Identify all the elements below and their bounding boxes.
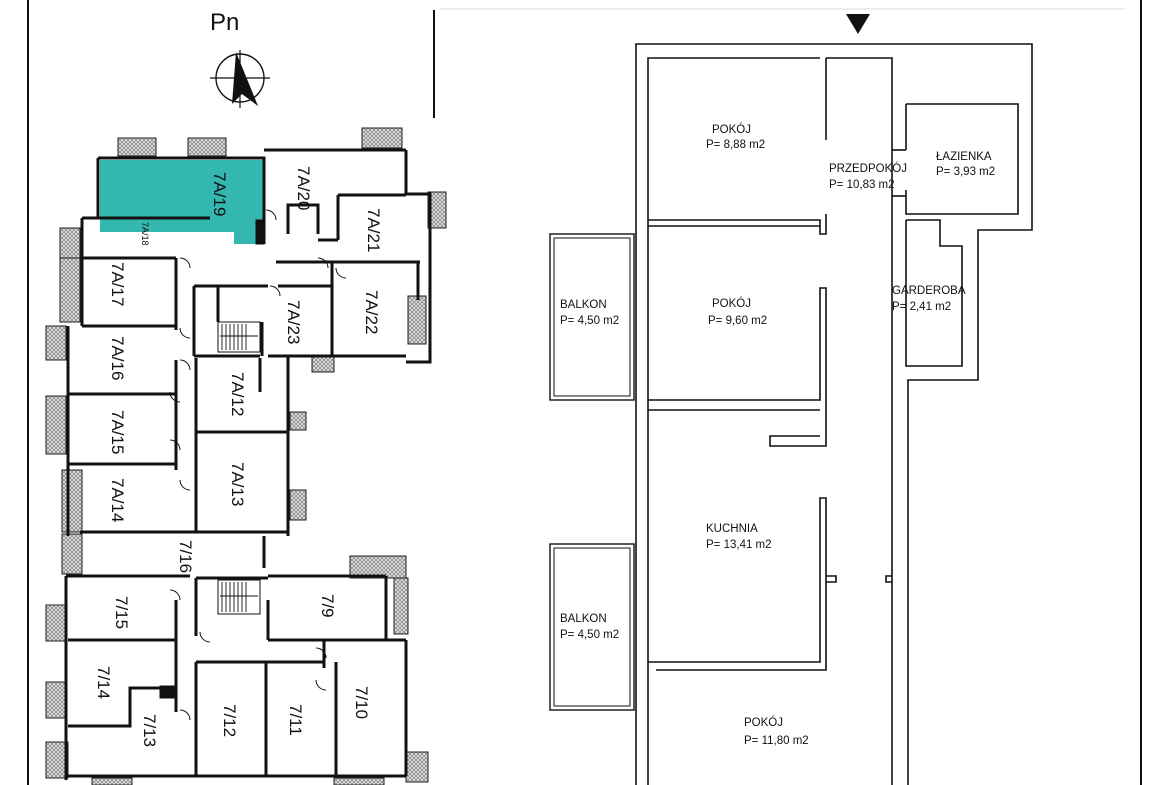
unit-7-13-label[interactable]: 7/13 <box>140 714 159 747</box>
building-walls <box>64 148 432 780</box>
unit-7a-23-label[interactable]: 7A/23 <box>284 300 303 344</box>
unit-7a-16-label[interactable]: 7A/16 <box>108 336 127 380</box>
entrance-triangle-icon <box>846 14 870 34</box>
unit-7-15-label[interactable]: 7/15 <box>112 596 131 629</box>
unit-7a-15-label[interactable]: 7A/15 <box>108 410 127 454</box>
apartment-plan: POKÓJ P= 8,88 m2 PRZEDPOKÓJ P= 10,83 m2 … <box>549 14 1033 785</box>
unit-7a-13-label[interactable]: 7A/13 <box>228 462 247 506</box>
stairwell-lower <box>217 579 261 615</box>
unit-7-11-label[interactable]: 7/11 <box>286 704 305 736</box>
unit-7-16-label[interactable]: 7/16 <box>176 540 195 573</box>
balcony-2-inner <box>553 547 631 707</box>
unit-labels: 7A/19 7A/20 7A/21 7A/18 7A/17 7A/23 7A/2… <box>94 166 383 747</box>
room-pokoj-2-area: P= 9,60 m2 <box>708 315 767 327</box>
selected-unit-highlight <box>100 160 264 244</box>
room-kuchnia-area: P= 13,41 m2 <box>706 539 772 551</box>
compass: Pn <box>210 9 270 108</box>
room-balkon-1-name: BALKON <box>560 299 607 311</box>
room-przedpokoj-name: PRZEDPOKÓJ <box>829 162 907 175</box>
door-swings <box>159 209 347 721</box>
unit-7a-22-label[interactable]: 7A/22 <box>362 290 381 334</box>
room-lazienka-name: ŁAZIENKA <box>936 151 992 163</box>
room-lazienka-area: P= 3,93 m2 <box>936 166 995 178</box>
unit-7a-19-label[interactable]: 7A/19 <box>210 172 229 216</box>
unit-7a-17-label[interactable]: 7A/17 <box>108 262 127 306</box>
room-balkon-1-area: P= 4,50 m2 <box>560 315 619 327</box>
unit-7-14-label[interactable]: 7/14 <box>94 666 113 699</box>
room-balkon-2-name: BALKON <box>560 613 607 625</box>
room-kuchnia-name: KUCHNIA <box>706 523 758 535</box>
building-plan: 7A/19 7A/20 7A/21 7A/18 7A/17 7A/23 7A/2… <box>45 127 447 785</box>
compass-label: Pn <box>210 9 239 36</box>
balcony-1-outline <box>549 233 635 401</box>
room-pokoj-2-name: POKÓJ <box>712 297 751 310</box>
room-balkon-2-area: P= 4,50 m2 <box>560 629 619 641</box>
room-garderoba-name: GARDEROBA <box>892 285 966 297</box>
unit-7-12-label[interactable]: 7/12 <box>220 704 239 737</box>
apartment-outer-walls <box>635 43 1033 785</box>
north-arrow-icon <box>210 50 270 108</box>
room-labels: POKÓJ P= 8,88 m2 PRZEDPOKÓJ P= 10,83 m2 … <box>560 123 995 747</box>
room-pokoj-1-name: POKÓJ <box>712 123 751 136</box>
stairwell-upper <box>217 321 261 353</box>
unit-7-10-label[interactable]: 7/10 <box>352 686 371 719</box>
room-garderoba-area: P= 2,41 m2 <box>892 301 951 313</box>
room-przedpokoj-area: P= 10,83 m2 <box>829 179 895 191</box>
apartment-room-walls <box>648 58 1019 671</box>
unit-7a-14-label[interactable]: 7A/14 <box>108 478 127 522</box>
unit-7a-12-label[interactable]: 7A/12 <box>228 372 247 416</box>
page-frame <box>27 0 1142 785</box>
room-pokoj-3-name: POKÓJ <box>744 716 783 729</box>
unit-7-9-label[interactable]: 7/9 <box>318 594 337 618</box>
unit-7a-20-label[interactable]: 7A/20 <box>294 166 313 210</box>
unit-7a-21-label[interactable]: 7A/21 <box>364 208 383 252</box>
unit-7a-18-label[interactable]: 7A/18 <box>140 222 150 246</box>
room-pokoj-3-area: P= 11,80 m2 <box>744 735 809 747</box>
balcony-1-inner <box>553 237 631 397</box>
room-pokoj-1-area: P= 8,88 m2 <box>706 139 765 151</box>
balcony-2-outline <box>549 543 635 711</box>
